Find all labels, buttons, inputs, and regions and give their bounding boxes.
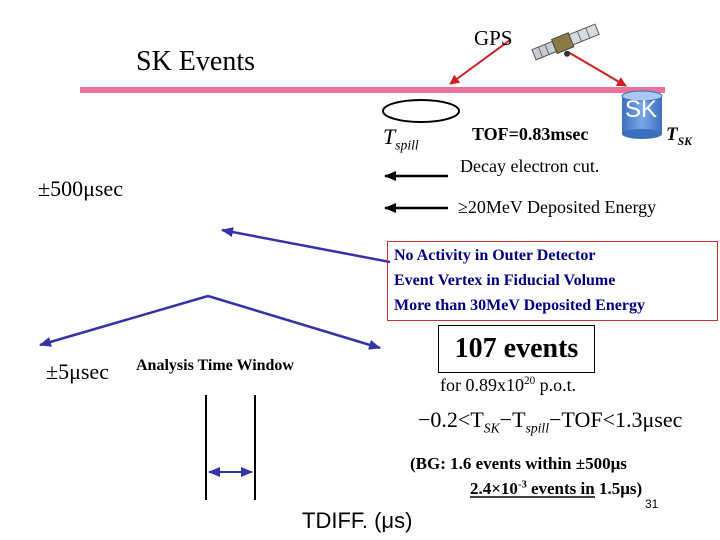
tof-label: TOF=0.83msec	[472, 124, 589, 144]
gps-label: GPS	[474, 26, 513, 50]
criteria-outer-detector: No Activity in Outer Detector	[394, 247, 596, 264]
criteria-energy: More than 30MeV Deposited Energy	[394, 297, 645, 314]
decay-cut-label: Decay electron cut.	[460, 156, 600, 176]
criteria-arrow	[221, 227, 391, 264]
sk-label: SK	[625, 96, 658, 123]
timing-condition: −0.2<TSK−Tspill−TOF<1.3μsec	[418, 407, 683, 436]
gps-satellite-icon	[531, 23, 600, 61]
bg-line-2: 2.4×10-3 events in 1.5μs)	[470, 479, 643, 498]
window-5-label: ±5μsec	[46, 359, 109, 384]
criteria-fiducial-volume: Event Vertex in Fiducial Volume	[394, 272, 616, 289]
page-number: 31	[645, 497, 659, 511]
window-500-label: ±500μsec	[38, 176, 123, 201]
spill-ellipse	[382, 99, 460, 123]
sk-detector-icon	[621, 90, 663, 139]
pot-label: for 0.89x1020 p.o.t.	[440, 375, 577, 395]
gps-arrow-left	[449, 39, 511, 85]
analysis-window-label: Analysis Time Window	[136, 357, 294, 374]
slide-title: SK Events	[136, 46, 255, 77]
gps-arrow-right	[567, 51, 627, 87]
window-arrow-left	[39, 294, 209, 347]
t-spill-label: Tspill	[383, 124, 419, 153]
x-axis-label: TDIFF. (μs)	[302, 508, 413, 533]
energy-cut-label: ≥20MeV Deposited Energy	[458, 197, 657, 217]
events-count: 107 events	[454, 333, 579, 364]
events-count-box: 107 events	[438, 325, 595, 373]
window-arrow-right	[207, 294, 381, 350]
selection-criteria-box: No Activity in Outer Detector Event Vert…	[387, 241, 718, 321]
bg-line-1: (BG: 1.6 events within ±500μs	[410, 454, 627, 473]
t-sk-label: TSK	[666, 124, 693, 148]
